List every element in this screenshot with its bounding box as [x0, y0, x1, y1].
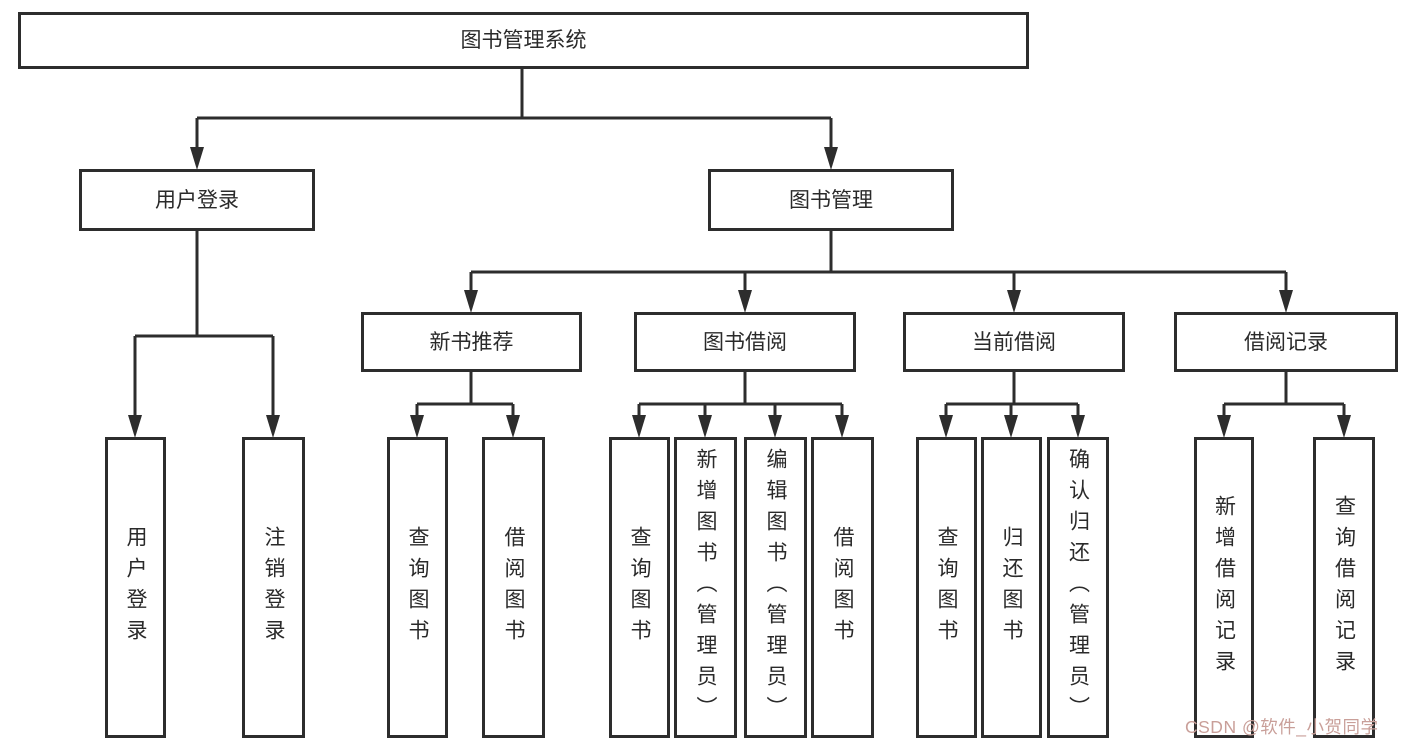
connector-new-book-recommend-subtree [415, 371, 515, 420]
leaf-current-query-books: 查询图书 [916, 437, 977, 738]
leaf-current-return-books: 归还图书 [981, 437, 1042, 738]
node-borrowing-records: 借阅记录 [1174, 312, 1398, 372]
leaf-borrowing-query-books-label: 查询图书 [628, 525, 651, 650]
node-book-management: 图书管理 [708, 169, 954, 231]
node-root: 图书管理系统 [18, 12, 1029, 69]
node-book-borrowing: 图书借阅 [634, 312, 856, 372]
leaf-borrowing-add-books-admin-label: 新增图书（管理员） [694, 448, 717, 727]
node-book-management-label: 图书管理 [789, 188, 873, 212]
node-current-borrowing-label: 当前借阅 [972, 330, 1056, 354]
node-user-login: 用户登录 [79, 169, 315, 231]
leaf-records-add-record: 新增借阅记录 [1194, 437, 1254, 738]
leaf-records-add-record-label: 新增借阅记录 [1212, 494, 1236, 681]
leaf-user-login-label: 用户登录 [124, 525, 147, 650]
arrowheads [128, 147, 1351, 438]
connector-book-borrowing-subtree [637, 371, 844, 420]
csdn-watermark: CSDN @软件_小贺同学 [1185, 717, 1379, 737]
connector-user-login-subtree [133, 230, 275, 420]
leaf-recommend-query-books: 查询图书 [387, 437, 448, 738]
connector-book-management-subtree [469, 230, 1288, 295]
leaf-current-return-books-label: 归还图书 [1000, 525, 1023, 650]
node-new-book-recommend: 新书推荐 [361, 312, 582, 372]
node-book-borrowing-label: 图书借阅 [703, 330, 787, 354]
leaf-borrowing-edit-books-admin-label: 编辑图书（管理员） [764, 448, 787, 727]
leaf-records-query-record: 查询借阅记录 [1313, 437, 1375, 738]
node-borrowing-records-label: 借阅记录 [1244, 330, 1328, 354]
node-root-label: 图书管理系统 [460, 29, 587, 52]
leaf-logout: 注销登录 [242, 437, 305, 738]
leaf-borrowing-borrow-books: 借阅图书 [811, 437, 874, 738]
connector-borrowing-records-subtree [1222, 371, 1346, 420]
connector-current-borrowing-subtree [944, 371, 1080, 420]
leaf-current-confirm-return-admin: 确认归还（管理员） [1047, 437, 1109, 738]
leaf-current-confirm-return-admin-label: 确认归还（管理员） [1066, 448, 1090, 727]
leaf-records-query-record-label: 查询借阅记录 [1332, 494, 1356, 681]
leaf-recommend-query-books-label: 查询图书 [406, 525, 429, 650]
leaf-recommend-borrow-books: 借阅图书 [482, 437, 545, 738]
node-current-borrowing: 当前借阅 [903, 312, 1125, 372]
node-user-login-label: 用户登录 [155, 188, 239, 212]
leaf-borrowing-query-books: 查询图书 [609, 437, 670, 738]
leaf-borrowing-add-books-admin: 新增图书（管理员） [674, 437, 737, 738]
leaf-logout-label: 注销登录 [262, 525, 285, 650]
connector-root-to-level2 [195, 68, 833, 152]
leaf-recommend-borrow-books-label: 借阅图书 [502, 525, 525, 650]
leaf-user-login: 用户登录 [105, 437, 166, 738]
leaf-borrowing-edit-books-admin: 编辑图书（管理员） [744, 437, 807, 738]
leaf-borrowing-borrow-books-label: 借阅图书 [831, 525, 854, 650]
leaf-current-query-books-label: 查询图书 [935, 525, 958, 650]
node-new-book-recommend-label: 新书推荐 [429, 330, 514, 354]
